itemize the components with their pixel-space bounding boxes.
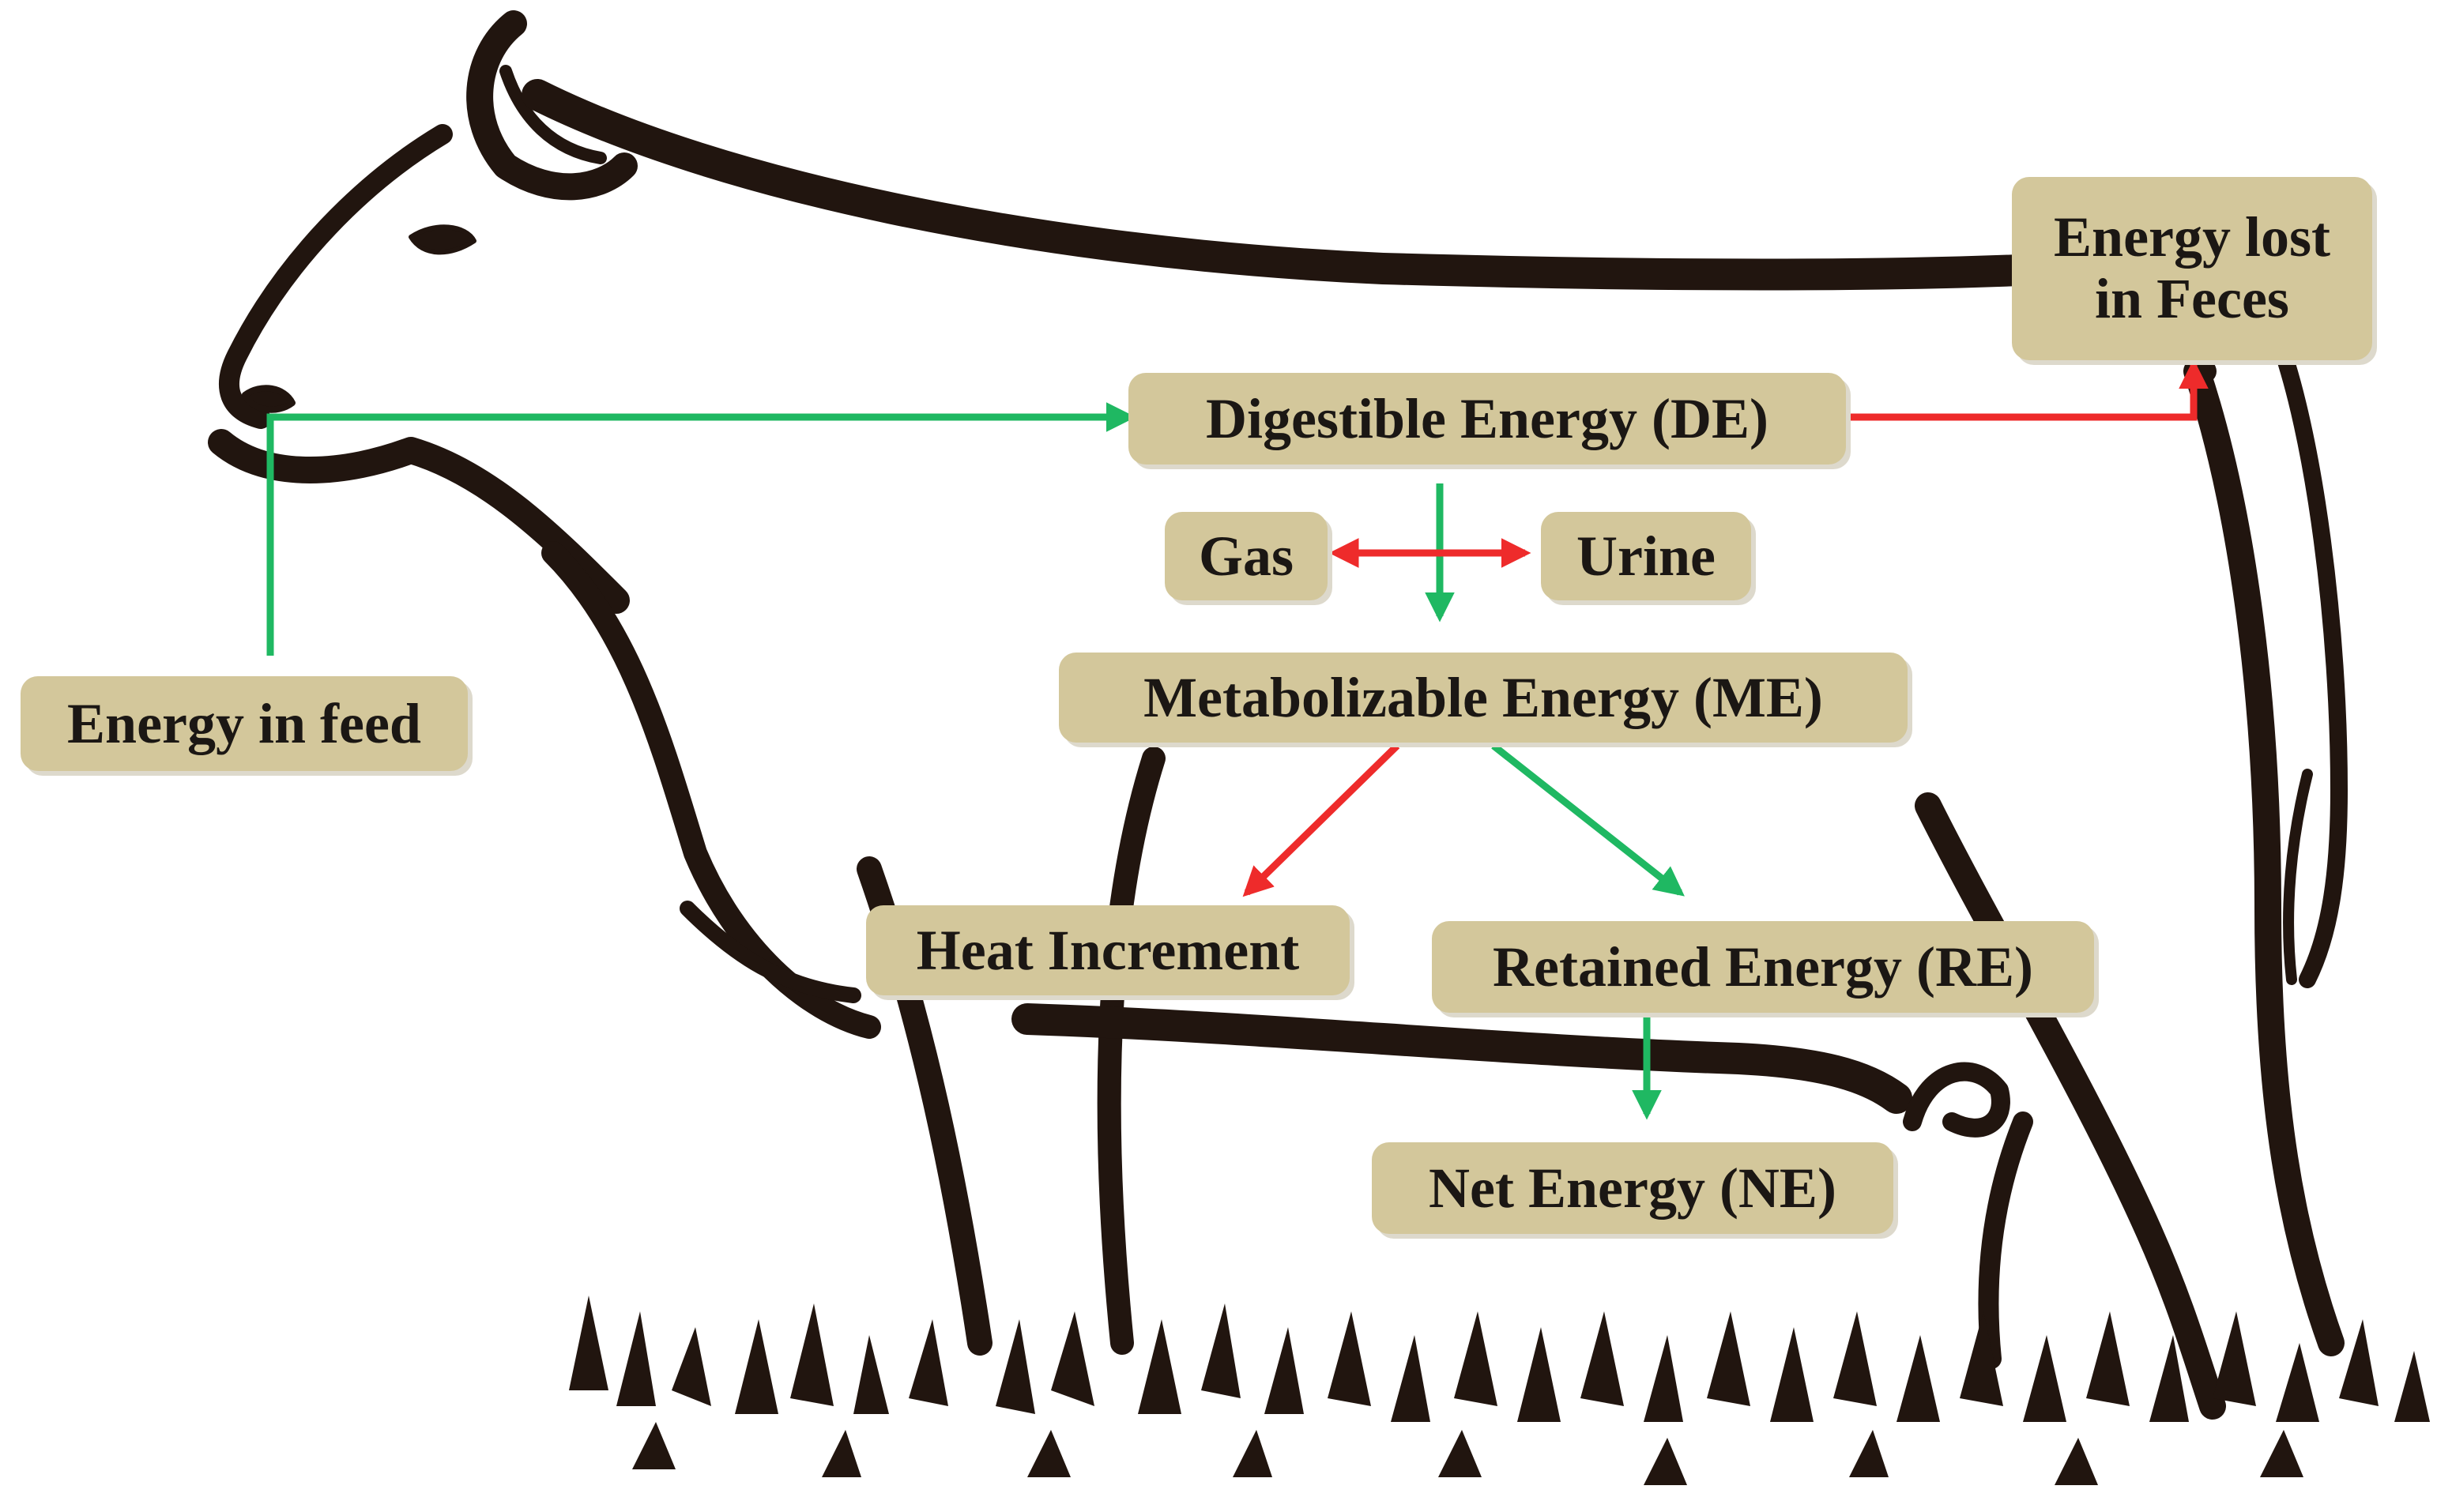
grass-blade xyxy=(1833,1311,1877,1406)
energy-in-feed-label: Energy in feed xyxy=(67,691,421,755)
gas-label: Gas xyxy=(1198,524,1294,588)
grass-blade xyxy=(2276,1343,2319,1422)
grass-blade xyxy=(1454,1311,1497,1406)
urine-label: Urine xyxy=(1576,524,1716,588)
grass-blade xyxy=(672,1327,711,1406)
grass-blade xyxy=(2339,1319,2379,1406)
cow-hind-leg xyxy=(1915,792,2226,1420)
energy-lost-feces-line2: in Feces xyxy=(2095,267,2289,330)
grass-blade xyxy=(616,1311,656,1406)
grass-blade xyxy=(735,1319,778,1414)
grass-blade xyxy=(1328,1311,1371,1406)
grass-blade xyxy=(1849,1430,1889,1477)
grass-blade xyxy=(1580,1311,1624,1406)
cow-foreleg-back xyxy=(1097,747,1166,1355)
grass-blade xyxy=(853,1335,889,1414)
grass-blade xyxy=(569,1296,608,1390)
cow-eye xyxy=(409,224,476,255)
gas-box: Gas xyxy=(1165,512,1328,600)
cow-ear-inner xyxy=(499,65,607,164)
energy-lost-feces-line1: Energy lost xyxy=(2054,205,2330,269)
grass-blade xyxy=(2023,1335,2066,1422)
cow-chest xyxy=(680,901,861,1003)
cow-tail xyxy=(2267,323,2348,988)
cow-nostril xyxy=(242,385,296,413)
grass-blade xyxy=(1644,1438,1687,1485)
metabolizable-energy-box: Metabolizable Energy (ME) xyxy=(1059,653,1908,743)
digestible-energy-label: Digestible Energy (DE) xyxy=(1206,386,1768,450)
grass-blade xyxy=(822,1430,861,1477)
grass-blade xyxy=(996,1319,1035,1414)
cow-belly xyxy=(1011,1003,1912,1114)
cow-jaw xyxy=(208,429,630,614)
arrow-feed-to-de xyxy=(266,402,1136,656)
grass-blade xyxy=(790,1303,834,1406)
arrow-me-to-re xyxy=(1491,743,1685,897)
grass-blade xyxy=(1517,1327,1561,1422)
grass-blade xyxy=(1960,1311,2003,1406)
cow-udder xyxy=(1903,1062,2010,1138)
grass-blade xyxy=(2149,1335,2189,1422)
grass-blade xyxy=(1201,1303,1241,1398)
grass-blade xyxy=(2055,1438,2098,1485)
metabolizable-energy-label: Metabolizable Energy (ME) xyxy=(1143,665,1823,729)
grass-blade xyxy=(1438,1430,1482,1477)
net-energy-label: Net Energy (NE) xyxy=(1429,1156,1836,1220)
grass-blade xyxy=(1896,1335,1940,1422)
heat-increment-box: Heat Increment xyxy=(866,905,1350,995)
grass-blade xyxy=(2394,1351,2430,1422)
cow-hind-leg-front xyxy=(1978,1111,2033,1369)
energy-lost-feces-box: Energy lost in Feces xyxy=(2012,177,2372,360)
grass-blade xyxy=(632,1422,676,1469)
retained-energy-label: Retained Energy (RE) xyxy=(1493,935,2033,999)
retained-energy-box: Retained Energy (RE) xyxy=(1432,921,2094,1013)
cow-forehead xyxy=(219,124,453,429)
cow-back xyxy=(522,79,2070,291)
grass-blade xyxy=(1027,1430,1071,1477)
grass-blade xyxy=(2213,1311,2256,1406)
net-energy-box: Net Energy (NE) xyxy=(1372,1142,1893,1234)
heat-increment-label: Heat Increment xyxy=(916,918,1300,982)
grass-blade xyxy=(1138,1319,1181,1414)
grass-blade xyxy=(1391,1335,1430,1422)
grass-blade xyxy=(1644,1335,1683,1422)
arrow-me-to-heat xyxy=(1242,743,1400,897)
cow-neck xyxy=(541,541,881,1039)
grass-blade xyxy=(1707,1311,1750,1406)
grass-blade xyxy=(1233,1430,1272,1477)
cow-tail-tuft xyxy=(2283,769,2313,985)
grass-blade xyxy=(1051,1311,1094,1406)
grass-blade xyxy=(2260,1430,2303,1477)
cow-ear xyxy=(466,10,638,201)
digestible-energy-box: Digestible Energy (DE) xyxy=(1128,373,1846,465)
grass xyxy=(569,1296,2430,1485)
energy-in-feed-box: Energy in feed xyxy=(21,676,468,771)
grass-blade xyxy=(2086,1311,2130,1406)
grass-blade xyxy=(1264,1327,1304,1414)
arrow-de-to-feces xyxy=(1841,359,2209,421)
grass-blade xyxy=(909,1319,948,1406)
urine-box: Urine xyxy=(1541,512,1751,600)
cow-thigh xyxy=(2183,358,2345,1356)
grass-blade xyxy=(1770,1327,1814,1422)
